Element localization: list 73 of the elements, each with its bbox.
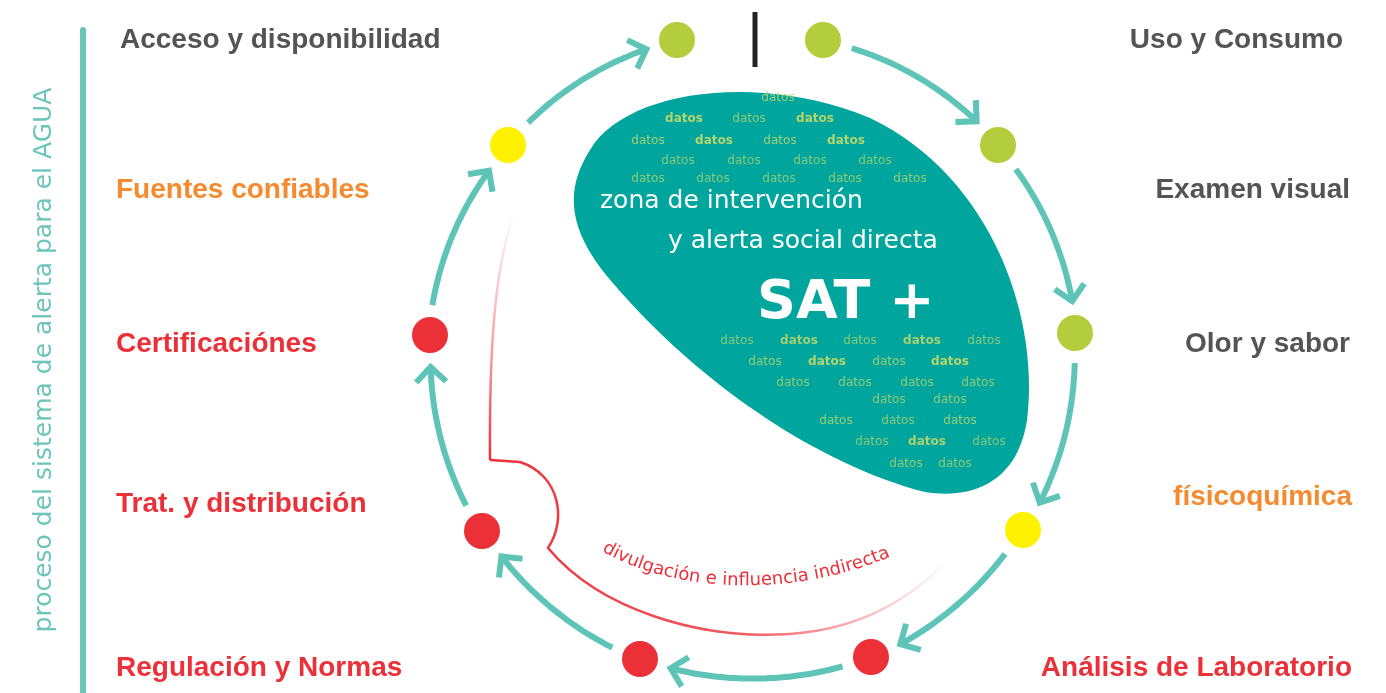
data-word: datos <box>933 393 967 405</box>
arrow <box>413 364 469 508</box>
circle-marker <box>464 513 500 549</box>
arrow <box>525 37 650 126</box>
data-word: datos <box>631 134 665 146</box>
stage-label: Examen visual <box>1155 175 1350 203</box>
data-word: datos <box>943 414 977 426</box>
circle-marker <box>622 641 658 677</box>
data-word: datos <box>872 355 906 367</box>
stage-label: Olor y sabor <box>1185 329 1350 357</box>
data-word: datos <box>763 134 797 146</box>
data-word: datos <box>972 435 1006 447</box>
arrow <box>1029 361 1078 506</box>
data-word: datos <box>827 134 865 146</box>
data-word: datos <box>872 393 906 405</box>
data-word: datos <box>695 134 733 146</box>
arrow <box>849 45 980 125</box>
data-word: datos <box>665 112 703 124</box>
data-word: datos <box>727 154 761 166</box>
circle-marker <box>853 639 889 675</box>
data-word: datos <box>903 334 941 346</box>
stage-label: Regulación y Normas <box>116 653 403 681</box>
data-word: datos <box>828 172 862 184</box>
data-word: datos <box>931 355 969 367</box>
stage-label: Uso y Consumo <box>1129 25 1343 53</box>
arrow <box>496 553 615 651</box>
data-word: datos <box>780 334 818 346</box>
side-title: proceso del sistema de alerta para el AGUA <box>29 87 55 633</box>
data-word: datos <box>889 457 923 469</box>
circle-marker <box>659 22 695 58</box>
stage-label: Certificaciónes <box>116 329 317 357</box>
arrow <box>1013 166 1088 305</box>
data-word: datos <box>908 435 946 447</box>
stage-label: Trat. y distribución <box>116 489 367 517</box>
data-word: datos <box>900 376 934 388</box>
zone-text: zona de intervención <box>600 186 863 214</box>
data-word: datos <box>819 414 853 426</box>
data-word: datos <box>793 154 827 166</box>
circle-marker <box>1057 315 1093 351</box>
circle-marker <box>490 127 526 163</box>
stage-label: físicoquímica <box>1173 482 1352 510</box>
circle-marker <box>1005 512 1041 548</box>
data-word: datos <box>881 414 915 426</box>
arrow <box>667 654 845 690</box>
data-word: datos <box>961 376 995 388</box>
zone-text: y alerta social directa <box>668 226 938 254</box>
data-word: datos <box>967 334 1001 346</box>
data-word: datos <box>696 172 730 184</box>
data-word: datos <box>761 91 795 103</box>
data-word: datos <box>748 355 782 367</box>
data-word: datos <box>631 172 665 184</box>
circle-marker <box>805 22 841 58</box>
circle-marker <box>412 317 448 353</box>
stage-label: Acceso y disponibilidad <box>120 25 441 53</box>
data-word: datos <box>858 154 892 166</box>
data-word: datos <box>893 172 927 184</box>
data-word: datos <box>776 376 810 388</box>
data-word: datos <box>855 435 889 447</box>
circle-marker <box>980 127 1016 163</box>
data-word: datos <box>808 355 846 367</box>
data-word: datos <box>720 334 754 346</box>
stage-label: Fuentes confiables <box>116 175 370 203</box>
arrow <box>429 167 496 308</box>
data-word: datos <box>843 334 877 346</box>
heading: SAT + <box>757 270 935 330</box>
data-word: datos <box>838 376 872 388</box>
data-word: datos <box>732 112 766 124</box>
arrow <box>897 551 1008 653</box>
data-word: datos <box>661 154 695 166</box>
data-word: datos <box>938 457 972 469</box>
stage-label: Análisis de Laboratorio <box>1040 653 1352 681</box>
data-word: datos <box>762 172 796 184</box>
data-word: datos <box>796 112 834 124</box>
